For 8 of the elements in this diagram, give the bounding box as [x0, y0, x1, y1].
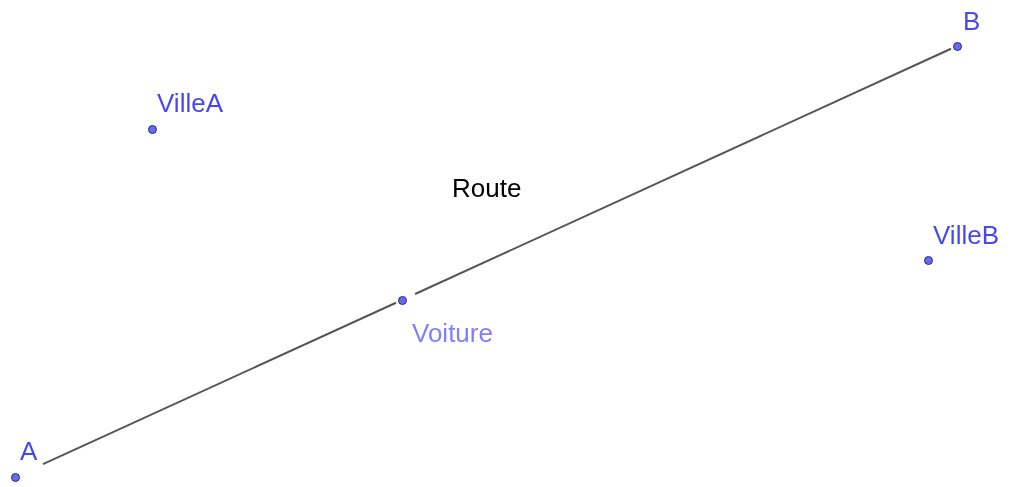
point-label: Voiture [412, 318, 493, 348]
point-label: VilleA [157, 88, 223, 118]
line-segment [414, 47, 952, 295]
segment-label: Route [452, 173, 522, 203]
point-label: B [963, 6, 981, 36]
point-label: A [20, 436, 38, 466]
point-label: VilleB [933, 220, 999, 250]
line-segment [42, 301, 397, 466]
